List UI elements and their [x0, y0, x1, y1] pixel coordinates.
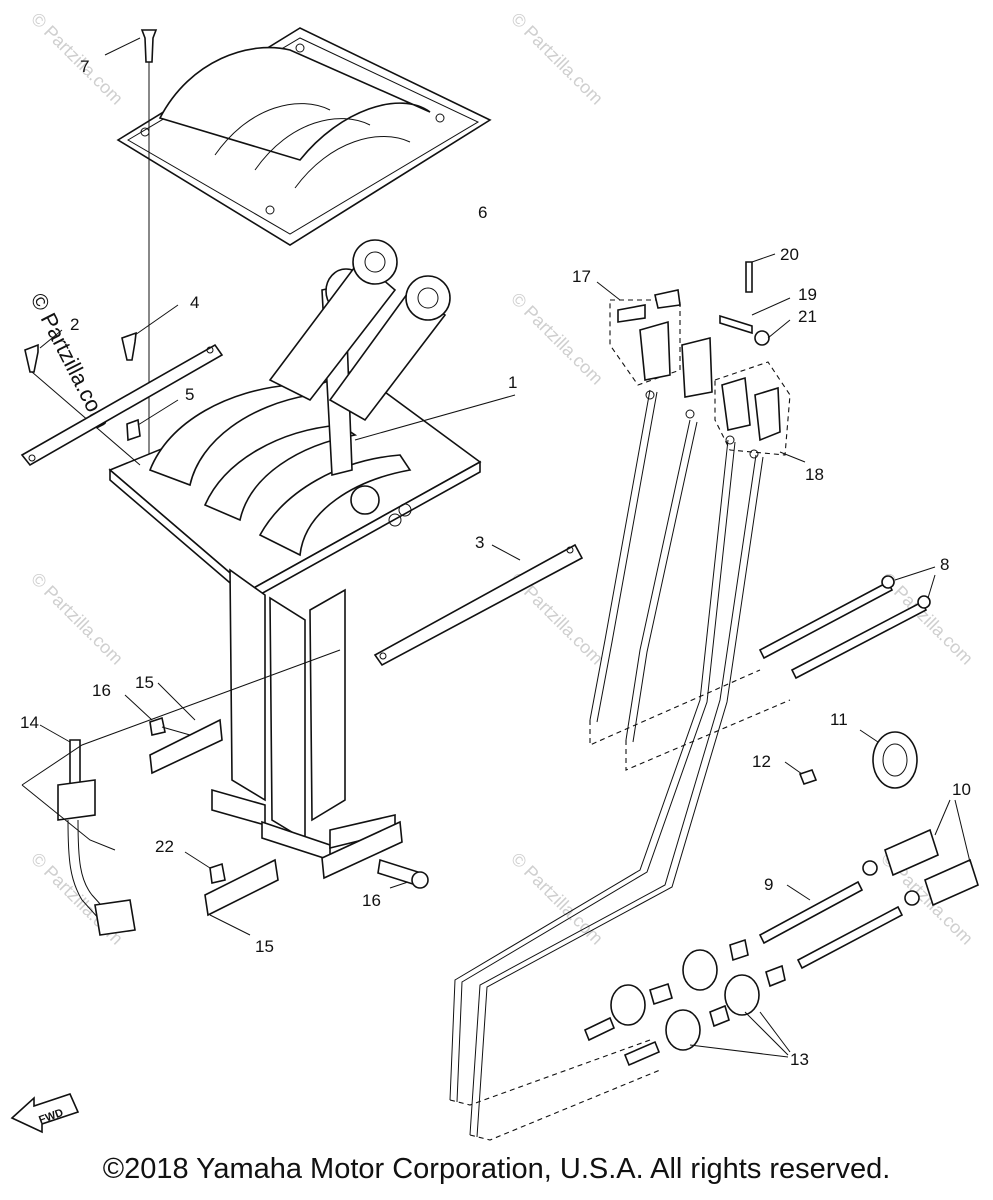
part-15-plate-lower: [204, 858, 279, 936]
callout-21: 21: [798, 307, 817, 326]
part-16-bolt-lower: [321, 820, 429, 889]
callout-13: 13: [790, 1050, 809, 1069]
callouts: 7 6 4 2 5 1 3 14 15 16 22 16 15 17 20 19…: [20, 57, 971, 1069]
part-22-nut: [184, 851, 226, 884]
part-1-control-box: [108, 239, 516, 862]
part-14-neutral-switch: [21, 649, 341, 936]
callout-4: 4: [190, 293, 199, 312]
callout-16: 16: [362, 891, 381, 910]
part-10-sleeves: [862, 799, 979, 907]
callout-3: 3: [475, 533, 484, 552]
part-15-plate-upper: [149, 682, 223, 775]
part-18-clevis: [714, 361, 806, 463]
fwd-arrow-icon: FWD: [10, 1093, 80, 1134]
part-6-cover: [116, 27, 492, 246]
callout-15: 15: [135, 673, 154, 692]
watermark: © Partzilla.com: [507, 289, 607, 389]
callout-1: 1: [508, 373, 517, 392]
cables: [449, 389, 791, 1141]
part-17-cable-end: [596, 281, 713, 419]
part-4-5-fasteners: [121, 304, 179, 442]
callout-12: 12: [752, 752, 771, 771]
callout-8: 8: [940, 555, 949, 574]
callout-7: 7: [80, 57, 89, 76]
callout-20: 20: [780, 245, 799, 264]
callout-2: 2: [70, 315, 79, 334]
part-12-screw: [784, 761, 818, 785]
callout-11: 11: [830, 710, 848, 729]
callout-15: 15: [255, 937, 274, 956]
part-8-cable-ends: [758, 566, 936, 680]
callout-6: 6: [478, 203, 487, 222]
callout-10: 10: [952, 780, 971, 799]
callout-9: 9: [764, 875, 773, 894]
part-13-nuts: [583, 938, 791, 1067]
watermark: © Partzilla.com: [507, 9, 607, 109]
watermark: © Partzilla.com: [27, 569, 127, 669]
part-2-screw-strap: [20, 329, 224, 467]
part-19-20-21-pins: [719, 253, 791, 346]
callout-18: 18: [805, 465, 824, 484]
part-9-rod: [758, 880, 904, 970]
part-3-strap: [373, 543, 584, 667]
part-7-screw: [104, 29, 158, 470]
copyright-notice: ©2018 Yamaha Motor Corporation, U.S.A. A…: [102, 1153, 891, 1185]
watermark: © Partzilla.com: [27, 9, 127, 109]
callout-17: 17: [572, 267, 591, 286]
part-16-bolt-upper: [124, 694, 191, 736]
callout-22: 22: [155, 837, 174, 856]
part-11-grommet: [859, 729, 918, 789]
callout-14: 14: [20, 713, 39, 732]
callout-5: 5: [185, 385, 194, 404]
callout-16: 16: [92, 681, 111, 700]
callout-19: 19: [798, 285, 817, 304]
